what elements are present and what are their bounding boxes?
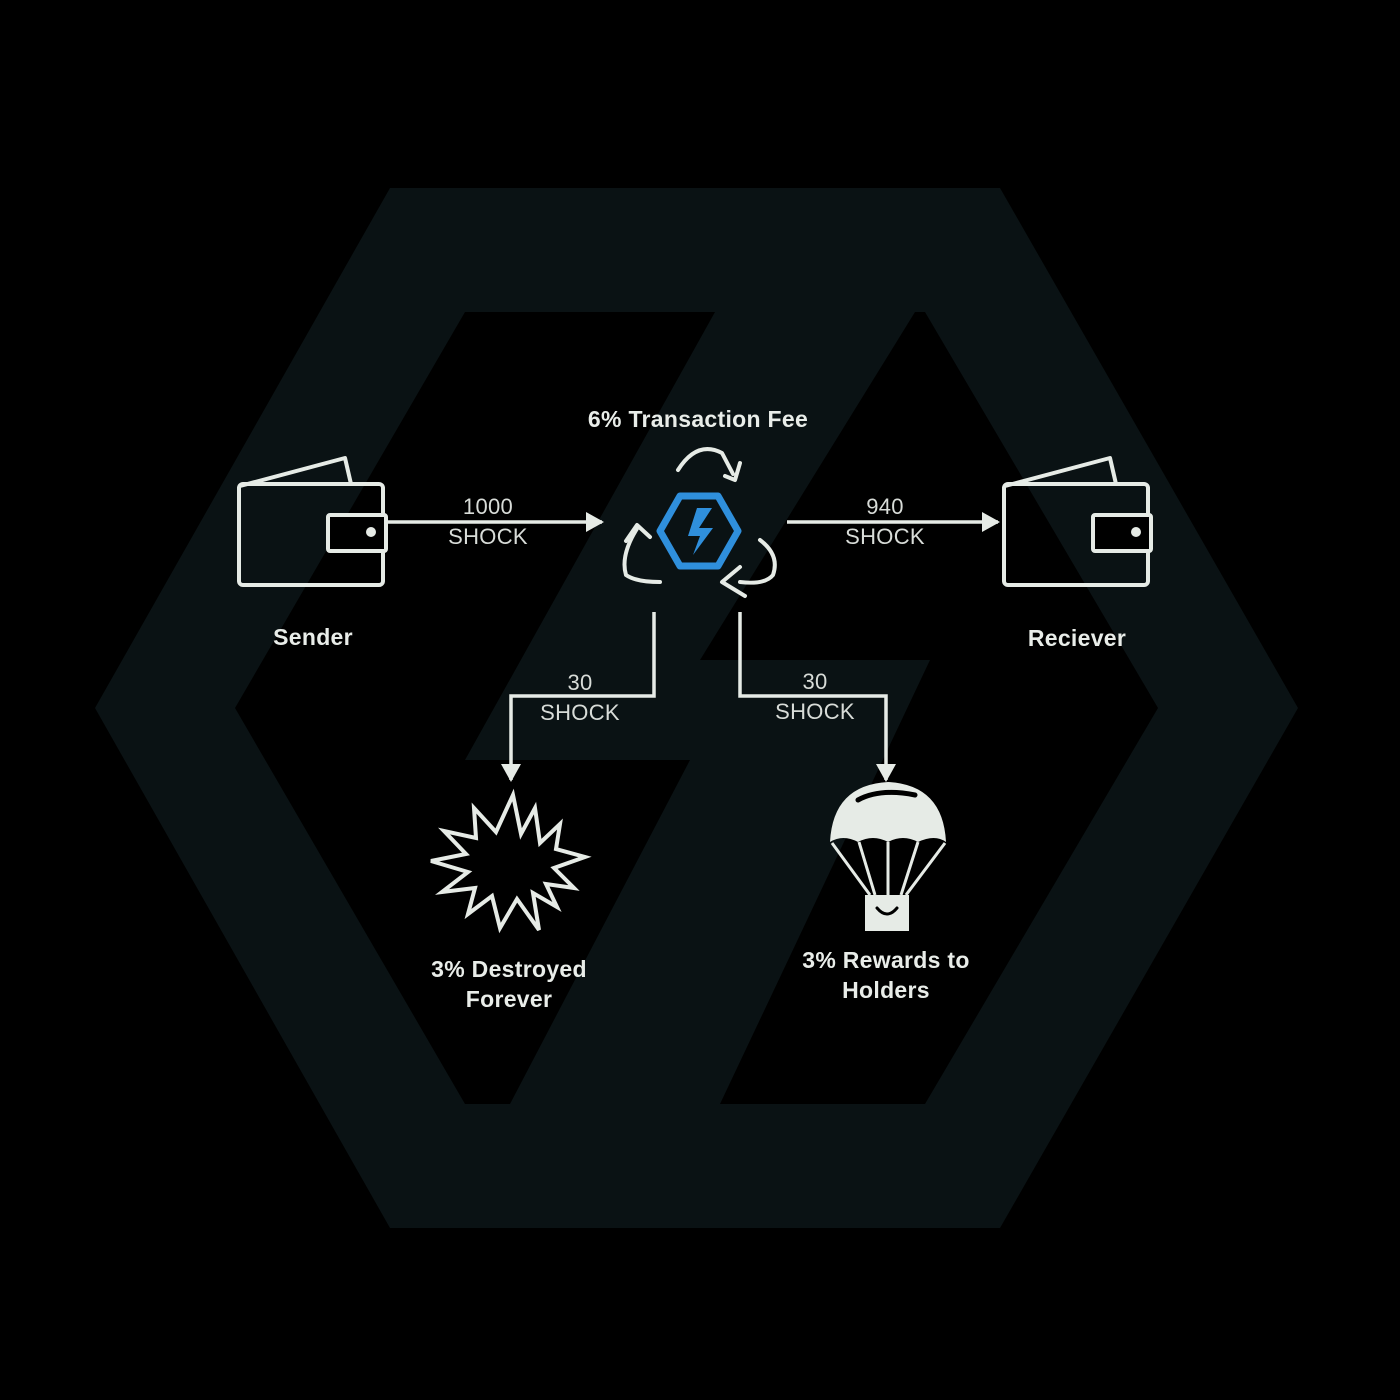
send-amount: 1000 xyxy=(463,494,513,519)
burn-unit: SHOCK xyxy=(540,700,620,725)
receiver-wallet-icon xyxy=(1002,456,1153,587)
sender-wallet-icon xyxy=(237,456,388,587)
rewards-label-line2: Holders xyxy=(842,977,930,1003)
parachute-icon xyxy=(830,782,947,931)
explosion-icon xyxy=(430,788,592,934)
reward-arrow xyxy=(738,612,896,782)
background-logo-watermark xyxy=(95,188,1298,1228)
burn-label-line2: Forever xyxy=(466,986,552,1012)
fee-label: 6% Transaction Fee xyxy=(588,406,808,432)
receive-amount: 940 xyxy=(866,494,904,519)
burn-arrow xyxy=(501,612,656,782)
recycle-lightning-hexagon-icon xyxy=(622,447,777,598)
reward-amount: 30 xyxy=(802,669,827,694)
send-unit: SHOCK xyxy=(448,524,528,549)
rewards-label-line1: 3% Rewards to xyxy=(802,947,970,973)
receive-unit: SHOCK xyxy=(845,524,925,549)
receiver-label: Reciever xyxy=(1028,625,1126,651)
sender-label: Sender xyxy=(273,624,353,650)
burn-amount: 30 xyxy=(567,670,592,695)
burn-label-line1: 3% Destroyed xyxy=(431,956,587,982)
reward-unit: SHOCK xyxy=(775,699,855,724)
